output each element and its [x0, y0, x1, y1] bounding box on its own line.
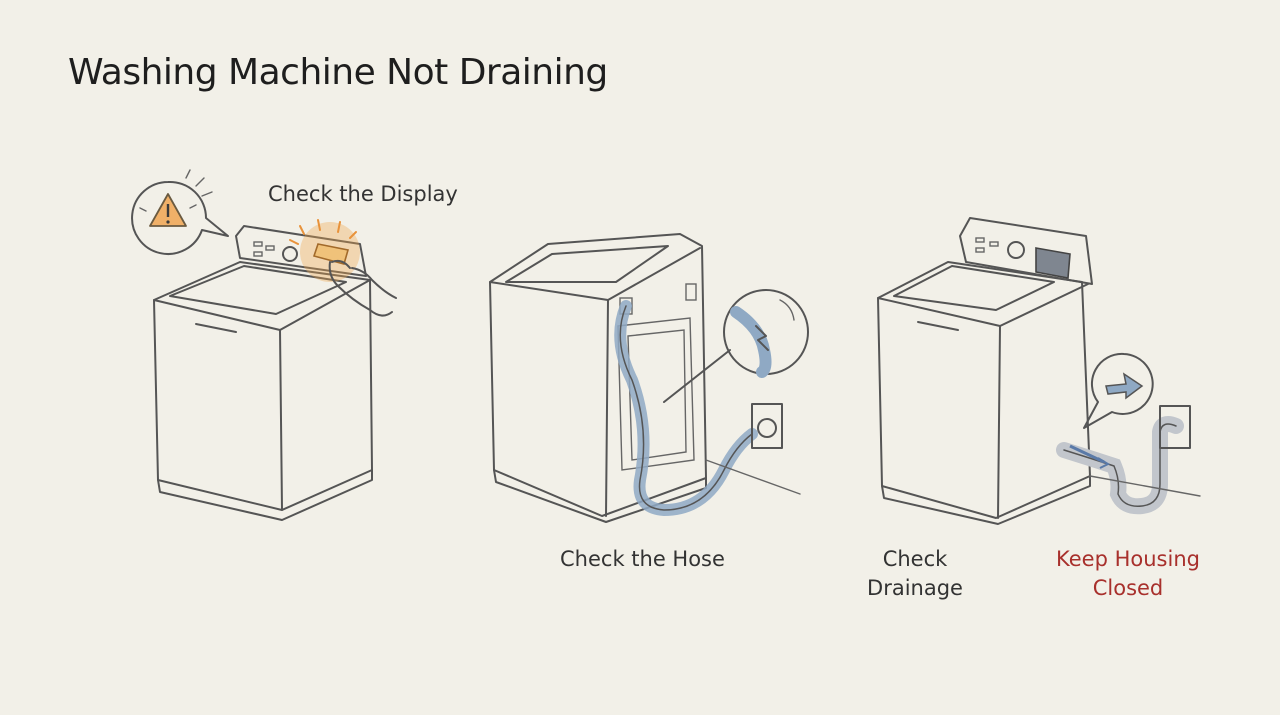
washer-icon — [153, 219, 397, 521]
arrow-right-icon — [1083, 352, 1154, 429]
step-label-check-hose: Check the Hose — [560, 547, 725, 571]
hose-zoom-icon — [663, 289, 809, 403]
washer-display-step — [131, 169, 397, 521]
step-label-check-display: Check the Display — [268, 182, 458, 206]
drain-pipe-icon — [1056, 405, 1201, 515]
washer-hose-step — [489, 233, 809, 523]
page-title: Washing Machine Not Draining — [68, 52, 608, 93]
washer-drain-step — [877, 217, 1201, 525]
step-label-check-drainage: Check Drainage — [867, 547, 963, 600]
step-label-keep-housing-closed: Keep Housing Closed — [1056, 547, 1200, 600]
warning-icon — [131, 169, 229, 255]
